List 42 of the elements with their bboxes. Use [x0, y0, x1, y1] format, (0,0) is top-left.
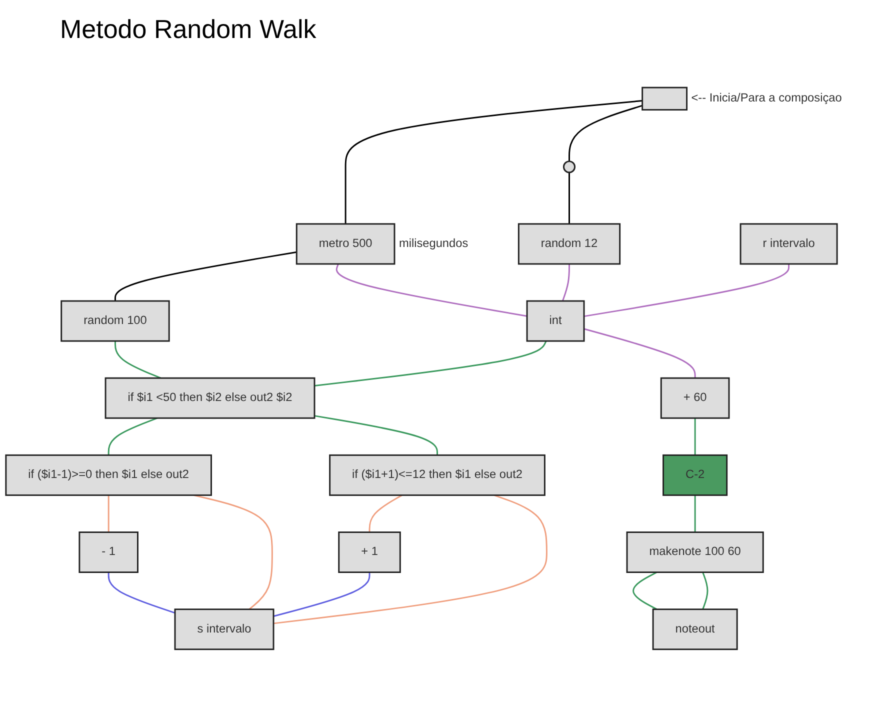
connector: [108, 495, 110, 532]
node-box: + 1: [338, 532, 401, 573]
connector: [694, 418, 696, 456]
connector: [584, 264, 790, 318]
node-label: milisegundos: [398, 237, 468, 250]
diagram-title: Metodo Random Walk: [60, 14, 318, 45]
node-box: noteout: [652, 608, 738, 650]
node-label: <-- Inicia/Para a composiçao: [691, 92, 842, 105]
connector: [314, 415, 438, 456]
node-box: int: [526, 300, 585, 342]
node-box: metro 500: [296, 223, 396, 265]
connector: [568, 172, 570, 224]
connector: [114, 251, 297, 301]
connector: [568, 104, 643, 162]
connector: [108, 417, 158, 456]
connector: [694, 495, 696, 532]
node-box: C-2: [662, 454, 728, 496]
node-box: random 12: [518, 223, 621, 265]
node-box: s intervalo: [174, 608, 274, 650]
connector: [336, 264, 528, 317]
connector: [273, 494, 548, 624]
connector: [314, 340, 547, 387]
connector: [108, 572, 176, 614]
connector: [584, 328, 696, 378]
node-box: makenote 100 60: [626, 532, 764, 573]
node-box: if ($i1-1)>=0 then $i1 else out2: [5, 454, 212, 496]
connector: [114, 341, 162, 379]
node-box: if $i1 <50 then $i2 else out2 $i2: [104, 377, 316, 419]
node-box: r intervalo: [740, 223, 838, 265]
node-box: if ($i1+1)<=12 then $i1 else out2: [329, 454, 546, 496]
connector: [562, 264, 570, 302]
node-circle: [562, 160, 576, 174]
node-box: + 60: [660, 377, 730, 419]
node-box: - 1: [78, 532, 138, 573]
connector: [193, 494, 273, 610]
connector: [273, 572, 370, 617]
connector: [344, 100, 642, 224]
node-box: [642, 86, 688, 111]
node-box: random 100: [60, 300, 170, 342]
connector: [632, 572, 658, 610]
connector: [702, 572, 708, 610]
connector: [368, 494, 402, 532]
